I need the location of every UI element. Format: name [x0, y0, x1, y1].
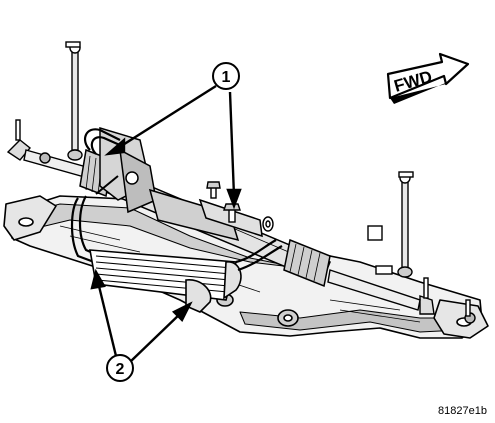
sway-bar-link-left: [65, 41, 83, 161]
steering-gear-rack: [79, 126, 331, 288]
callout-2: 2: [106, 354, 134, 382]
tie-rod-right: [327, 269, 476, 324]
figure-id: 81827e1b: [438, 405, 487, 417]
power-steering-lines: [70, 128, 123, 264]
sway-bar-link-right: [397, 171, 414, 278]
callout-1: 1: [212, 62, 240, 90]
power-steering-cooler: [89, 239, 283, 313]
callout-2-number: 2: [116, 361, 125, 378]
rack-boot-right: [283, 238, 331, 288]
leader-lines: [90, 84, 242, 363]
hose-clamp: [367, 225, 393, 275]
forward-direction-arrow: FWD: [386, 52, 470, 104]
mounting-bolt: [206, 181, 221, 199]
callout-1-number: 1: [222, 69, 231, 86]
lift-bracket: [262, 216, 274, 232]
tie-rod-left: [6, 119, 91, 179]
